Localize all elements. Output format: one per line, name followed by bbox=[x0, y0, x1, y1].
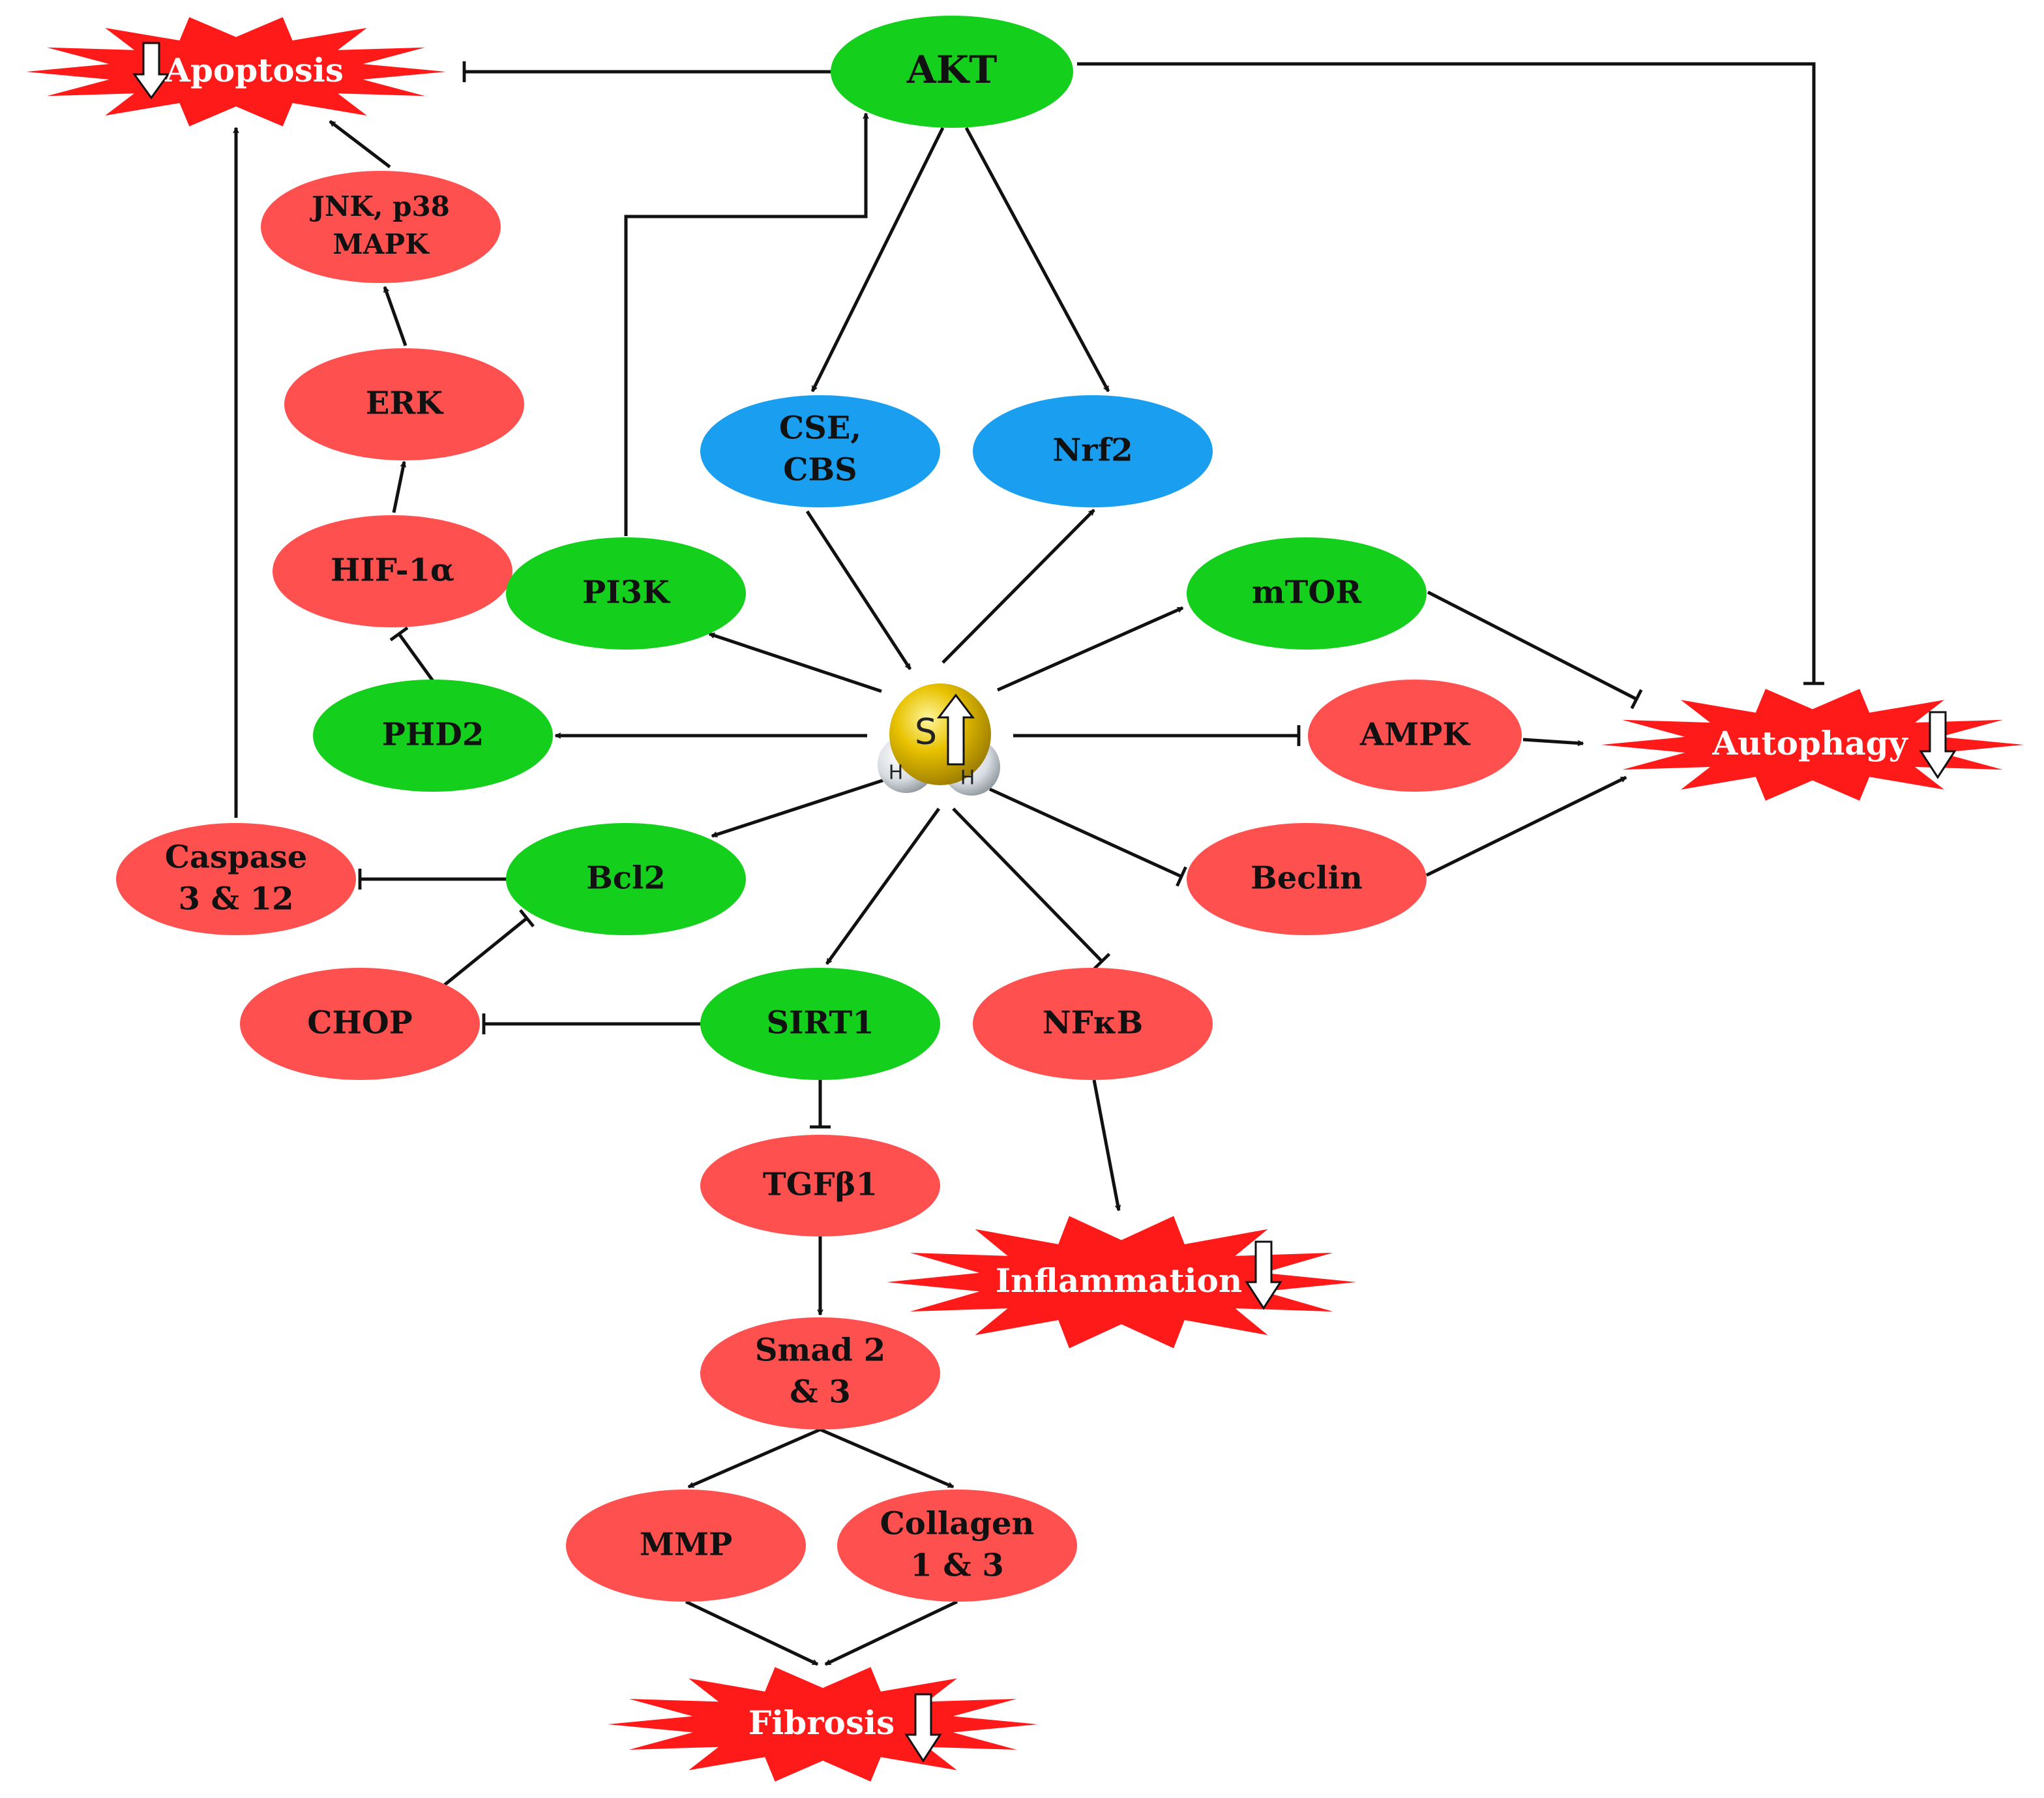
down-arrow-icon bbox=[1245, 1240, 1282, 1310]
edge-chop-bcl2 bbox=[443, 909, 535, 986]
node-tgfb1: TGFβ1 bbox=[700, 1135, 940, 1236]
phd2-label: PHD2 bbox=[382, 717, 484, 753]
smad-label-line2: & 3 bbox=[790, 1374, 850, 1411]
inflammation-burst bbox=[887, 1216, 1356, 1349]
edge-h2s-beclin bbox=[988, 787, 1187, 887]
sirt1-label: SIRT1 bbox=[766, 1005, 874, 1041]
caspase-label-line1: Caspase bbox=[165, 839, 308, 876]
collagen-label-line1: Collagen bbox=[880, 1506, 1035, 1542]
collagen-label-line2: 1 & 3 bbox=[910, 1548, 1004, 1584]
apoptosis-burst bbox=[26, 17, 446, 127]
node-hif-1a: HIF-1α bbox=[273, 515, 512, 627]
edge-collagen-fibrosis bbox=[825, 1600, 958, 1666]
node-nrf2: Nrf2 bbox=[973, 395, 1213, 507]
edges-layer bbox=[236, 61, 1824, 1666]
node-cse-cbs: CSE, CBS bbox=[700, 395, 940, 507]
hif-label: HIF-1α bbox=[331, 552, 454, 589]
node-jnk-p38-mapk: JNK, p38 MAPK bbox=[261, 171, 501, 283]
node-collagen-1-3: Collagen 1 & 3 bbox=[837, 1490, 1077, 1602]
edge-h2s-mtor bbox=[996, 606, 1183, 692]
edge-smad-collagen bbox=[820, 1428, 953, 1489]
caspase-label-line2: 3 & 12 bbox=[179, 881, 294, 918]
apoptosis-label: Apoptosis bbox=[164, 51, 344, 89]
hydrogen-label-right: H bbox=[960, 767, 975, 790]
hydrogen-label-left: H bbox=[889, 762, 904, 785]
jnk-label-line2: MAPK bbox=[333, 228, 430, 260]
node-smad-2-3: Smad 2 & 3 bbox=[700, 1317, 940, 1430]
outcome-apoptosis: Apoptosis bbox=[26, 17, 446, 127]
edge-akt-autophagy bbox=[1077, 62, 1824, 685]
chop-label: CHOP bbox=[307, 1005, 412, 1041]
smad-label-line1: Smad 2 bbox=[755, 1332, 885, 1369]
inflammation-label: Inflammation bbox=[996, 1261, 1243, 1300]
sulfur-label: S bbox=[915, 712, 937, 753]
h2s-molecule: S H H bbox=[878, 683, 1000, 796]
outcome-inflammation: Inflammation bbox=[887, 1216, 1356, 1349]
edge-h2s-nfkb bbox=[952, 807, 1111, 970]
sulfur-atom bbox=[889, 683, 991, 785]
jnk-label-line1: JNK, p38 bbox=[309, 190, 450, 222]
edge-h2s-bcl2 bbox=[712, 778, 885, 838]
akt-label: AKT bbox=[906, 48, 998, 92]
mmp-label: MMP bbox=[640, 1527, 732, 1563]
node-nfkb: NFκB bbox=[973, 968, 1213, 1080]
cse-label-line2: CBS bbox=[783, 452, 857, 488]
up-arrow-icon bbox=[936, 693, 975, 766]
node-phd2: PHD2 bbox=[313, 680, 553, 792]
edge-smad-mmp bbox=[689, 1428, 821, 1489]
node-erk: ERK bbox=[284, 348, 524, 460]
node-akt: AKT bbox=[831, 16, 1073, 128]
node-pi3k: PI3K bbox=[506, 537, 746, 650]
edge-pi3k-akt bbox=[624, 113, 866, 536]
beclin-label: Beclin bbox=[1251, 860, 1363, 897]
edge-h2s-nrf2 bbox=[941, 509, 1095, 664]
node-mmp: MMP bbox=[566, 1490, 806, 1602]
bcl2-label: Bcl2 bbox=[586, 860, 665, 897]
edge-ampk-autophagy bbox=[1522, 738, 1583, 743]
node-caspase-3-12: Caspase 3 & 12 bbox=[116, 823, 356, 935]
edge-akt-nrf2 bbox=[964, 127, 1110, 391]
edge-erk-jnk bbox=[383, 287, 407, 346]
mtor-label: mTOR bbox=[1252, 575, 1362, 611]
edge-phd2-hif bbox=[389, 626, 435, 682]
edge-mmp-fibrosis bbox=[685, 1600, 818, 1666]
ampk-label: AMPK bbox=[1359, 717, 1471, 753]
node-mtor: mTOR bbox=[1187, 537, 1427, 650]
fibrosis-label: Fibrosis bbox=[748, 1703, 895, 1742]
outcome-autophagy: Autophagy bbox=[1601, 689, 2024, 801]
down-arrow-icon bbox=[904, 1693, 942, 1763]
down-arrow-icon bbox=[132, 42, 170, 100]
erk-label: ERK bbox=[366, 385, 444, 422]
autophagy-burst bbox=[1601, 689, 2024, 801]
edge-beclin-autophagy bbox=[1425, 775, 1626, 877]
node-beclin: Beclin bbox=[1187, 823, 1427, 935]
outcome-fibrosis: Fibrosis bbox=[608, 1667, 1038, 1782]
edge-h2s-pi3k bbox=[709, 632, 882, 693]
edge-jnk-apoptosis bbox=[329, 120, 391, 168]
edge-akt-cse bbox=[810, 127, 945, 391]
node-sirt1: SIRT1 bbox=[700, 968, 940, 1080]
edge-nfkb-inflammation bbox=[1092, 1079, 1119, 1210]
cse-label-line1: CSE, bbox=[779, 410, 861, 447]
tgfb1-label: TGFβ1 bbox=[763, 1167, 878, 1203]
node-ampk: AMPK bbox=[1308, 680, 1522, 792]
edge-h2s-sirt1 bbox=[825, 807, 941, 965]
nfkb-label: NFκB bbox=[1043, 1005, 1144, 1041]
node-bcl2: Bcl2 bbox=[506, 823, 746, 935]
pi3k-label: PI3K bbox=[582, 575, 671, 611]
node-chop: CHOP bbox=[240, 968, 480, 1080]
edge-mtor-autophagy bbox=[1427, 590, 1643, 710]
nrf2-label: Nrf2 bbox=[1052, 432, 1133, 469]
autophagy-label: Autophagy bbox=[1711, 724, 1908, 762]
edge-cse-h2s bbox=[805, 510, 912, 669]
edge-hif-erk bbox=[392, 462, 404, 513]
down-arrow-icon bbox=[1919, 711, 1957, 779]
